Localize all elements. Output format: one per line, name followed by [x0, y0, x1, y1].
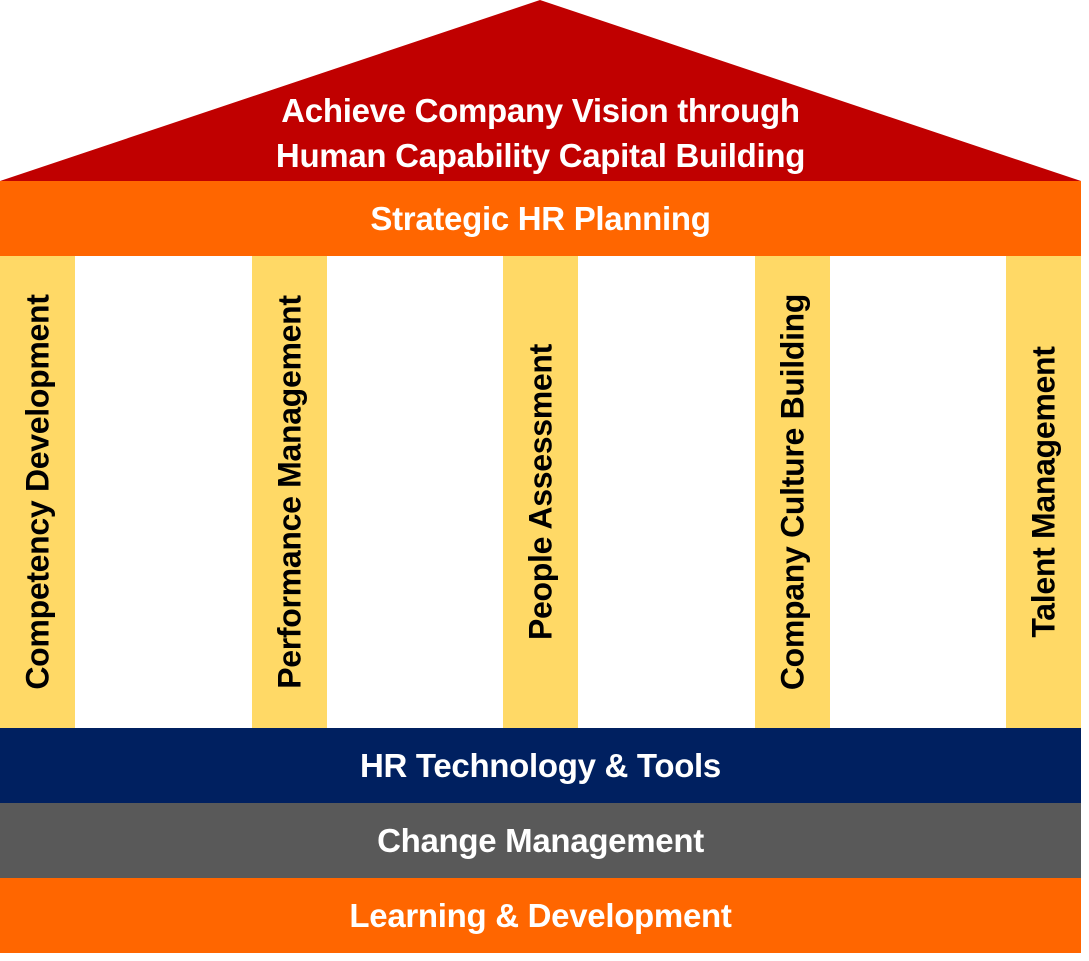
pillar-label: People Assessment: [522, 343, 558, 641]
pillar-company-culture-building: Company Culture Building: [755, 256, 830, 728]
pillar-performance-management: Performance Management: [252, 256, 327, 728]
pillar-label: Company Culture Building: [774, 293, 810, 691]
strategic-hr-planning-band: Strategic HR Planning: [0, 181, 1081, 256]
pillar-label: Competency Development: [19, 294, 55, 690]
roof-title: Achieve Company Vision through Human Cap…: [0, 88, 1081, 178]
pillar-label: Performance Management: [271, 295, 307, 689]
pillar-people-assessment: People Assessment: [503, 256, 578, 728]
learning-development-band: Learning & Development: [0, 878, 1081, 953]
roof-title-line1: Achieve Company Vision through: [281, 92, 800, 129]
roof: Achieve Company Vision through Human Cap…: [0, 0, 1081, 181]
hr-technology-tools-band: HR Technology & Tools: [0, 728, 1081, 803]
roof-triangle: [0, 0, 1081, 181]
pillar-label: Talent Management: [1025, 346, 1061, 638]
pillar-talent-management: Talent Management: [1006, 256, 1081, 728]
change-management-band: Change Management: [0, 803, 1081, 878]
roof-title-line2: Human Capability Capital Building: [275, 137, 806, 174]
pillar-competency-development: Competency Development: [0, 256, 75, 728]
